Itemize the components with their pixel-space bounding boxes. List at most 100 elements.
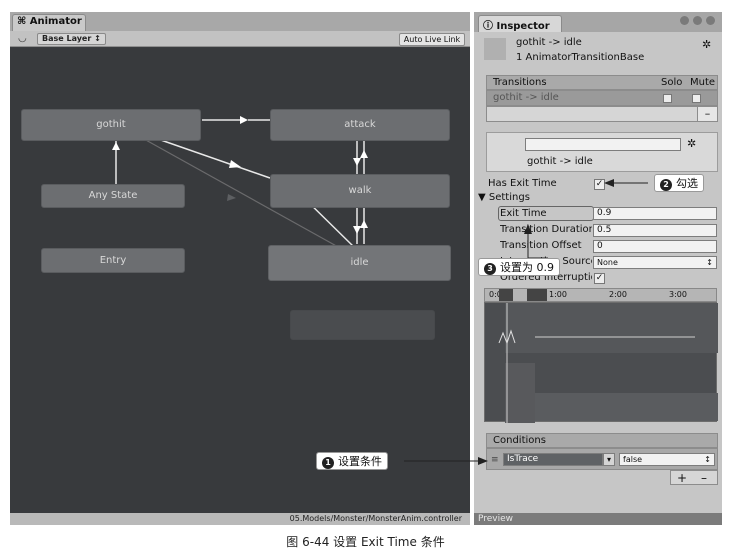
callout-2-number: 2 — [660, 179, 672, 191]
condition-row: ≡ IsTrace ▾ false ↕ — [486, 448, 718, 470]
header-subtitle: 1 AnimatorTransitionBase — [516, 52, 645, 63]
tick-label: 0:00 — [489, 290, 507, 299]
interruption-source-value: None — [597, 258, 618, 267]
animator-icon: ⌘ — [17, 16, 27, 27]
transition-offset-field[interactable]: 0 — [593, 240, 717, 253]
condition-parameter-dropdown[interactable]: IsTrace — [503, 453, 603, 466]
interruption-source-dropdown[interactable]: None ↕ — [593, 256, 717, 269]
animator-tab-bar: ⌘ Animator — [10, 12, 470, 31]
tick-label: 3:00 — [669, 290, 687, 299]
state-idle[interactable]: idle — [268, 245, 451, 281]
triangle-down-icon: ▼ — [478, 192, 486, 203]
inspector-header: gothit -> idle 1 AnimatorTransitionBase … — [482, 34, 718, 70]
exit-time-field[interactable]: 0.9 — [593, 207, 717, 220]
state-entry-label: Entry — [99, 255, 127, 266]
inspector-tab-bar: ⓘ Inspector — [474, 12, 722, 32]
layer-dropdown[interactable]: Base Layer ↕ — [37, 33, 106, 45]
preview-label: Preview — [478, 514, 514, 524]
callout-3-text: 设置为 0.9 — [500, 261, 554, 274]
remove-transition-button[interactable]: – — [697, 107, 717, 121]
mute-checkbox[interactable] — [692, 94, 701, 103]
inspector-tab-label: Inspector — [496, 21, 550, 32]
callout-1-number: 1 — [322, 457, 334, 469]
state-gothit[interactable]: gothit — [21, 109, 201, 141]
inspector-window: ⓘ Inspector gothit -> idle 1 AnimatorTra… — [474, 12, 722, 525]
state-any-label: Any State — [88, 190, 138, 201]
state-gothit-label: gothit — [96, 119, 126, 130]
callout-2: 2 勾选 — [654, 174, 704, 192]
timeline-exit-marker[interactable] — [527, 289, 547, 301]
state-graph[interactable]: gothit attack walk Any State Entry idle — [10, 48, 470, 513]
settings-label: Settings — [488, 192, 530, 203]
animator-window: ⌘ Animator ◡ Base Layer ↕ Auto Live Link — [10, 12, 470, 525]
transition-name-field[interactable] — [525, 138, 681, 151]
dropdown-arrow-icon: ↕ — [706, 258, 713, 267]
remove-condition-button[interactable]: – — [701, 471, 707, 485]
callout-1: 1 设置条件 — [316, 452, 388, 470]
preview-bar[interactable]: Preview — [474, 513, 722, 525]
callout-2-text: 勾选 — [676, 177, 698, 190]
transition-offset-label: Transition Offset — [500, 240, 582, 251]
auto-live-link-button[interactable]: Auto Live Link — [399, 33, 465, 46]
transition-duration-field[interactable]: 0.5 — [593, 224, 717, 237]
gear-icon[interactable]: ✲ — [687, 137, 697, 150]
transition-duration-label: Transition Duration — [500, 224, 592, 235]
window-button-icon[interactable] — [693, 16, 702, 25]
inspector-tab[interactable]: ⓘ Inspector — [478, 15, 562, 32]
state-any[interactable]: Any State — [41, 184, 185, 208]
transitions-title: Transitions — [493, 77, 547, 88]
conditions-title: Conditions — [493, 435, 546, 446]
info-icon: ⓘ — [483, 21, 493, 32]
tick-label: 1:00 — [549, 290, 567, 299]
state-entry[interactable]: Entry — [41, 248, 185, 273]
window-button-icon[interactable] — [706, 16, 715, 25]
exit-time-label: Exit Time — [500, 208, 547, 219]
animator-toolbar: ◡ Base Layer ↕ Auto Live Link — [10, 31, 470, 47]
animator-tab[interactable]: ⌘ Animator — [12, 14, 86, 31]
solo-checkbox[interactable] — [663, 94, 672, 103]
state-exit-faded[interactable] — [290, 310, 435, 340]
transition-name-panel: ✲ gothit -> idle — [486, 132, 718, 172]
solo-label: Solo — [661, 77, 683, 88]
state-attack[interactable]: attack — [270, 109, 450, 141]
header-title: gothit -> idle — [516, 37, 582, 48]
condition-value-dropdown[interactable]: false ↕ — [619, 453, 715, 466]
state-walk-label: walk — [348, 185, 372, 196]
animator-tab-label: Animator — [29, 16, 82, 27]
conditions-header: Conditions — [486, 433, 718, 448]
timeline-start-marker[interactable] — [499, 289, 513, 301]
ordered-interruption-label: Ordered Interruption — [500, 272, 592, 283]
transition-list-body: – — [486, 106, 718, 122]
dropdown-arrow-icon: ↕ — [704, 455, 711, 464]
gear-icon[interactable]: ✲ — [702, 38, 712, 51]
timeline-ruler[interactable]: 0:00 1:00 2:00 3:00 — [484, 288, 717, 302]
tick-label: 2:00 — [609, 290, 627, 299]
settings-foldout[interactable]: ▼ Settings — [478, 192, 530, 203]
window-button-icon[interactable] — [680, 16, 689, 25]
transition-row-label: gothit -> idle — [493, 92, 559, 103]
state-idle-label: idle — [350, 257, 369, 268]
has-exit-time-checkbox[interactable]: ✓ — [594, 179, 605, 190]
condition-parameter-arrow-icon[interactable]: ▾ — [603, 453, 615, 466]
state-attack-label: attack — [344, 119, 376, 130]
mute-label: Mute — [690, 77, 716, 88]
callout-1-text: 设置条件 — [338, 455, 382, 468]
ordered-interruption-checkbox[interactable]: ✓ — [594, 273, 605, 284]
condition-parameter-value: IsTrace — [507, 454, 539, 464]
condition-add-remove: + – — [670, 470, 718, 485]
has-exit-time-label: Has Exit Time — [488, 178, 557, 189]
state-walk[interactable]: walk — [270, 174, 450, 208]
transitions-header: Transitions Solo Mute — [486, 75, 718, 90]
transition-graph-svg — [498, 303, 718, 423]
controller-path: 05.Models/Monster/MonsterAnim.controller — [10, 513, 470, 525]
condition-value: false — [623, 455, 643, 464]
transition-icon — [484, 38, 506, 60]
figure-caption: 图 6-44 设置 Exit Time 条件 — [286, 535, 445, 549]
transition-graph[interactable] — [484, 302, 718, 423]
transition-name-label: gothit -> idle — [527, 156, 593, 167]
add-condition-button[interactable]: + — [677, 471, 688, 485]
transition-row[interactable]: gothit -> idle — [486, 90, 718, 106]
drag-handle-icon[interactable]: ≡ — [491, 455, 499, 465]
eye-icon[interactable]: ◡ — [18, 33, 27, 44]
